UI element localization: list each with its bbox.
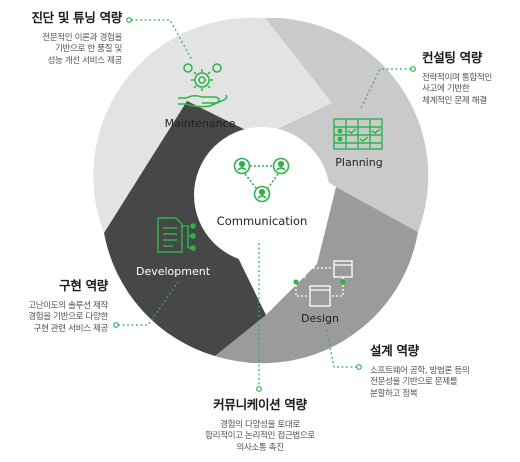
- caption-line: 경험의 다양성을 토대로: [220, 419, 300, 430]
- caption-title: 진단 및 튜닝 역량: [31, 10, 122, 25]
- planning-segment: [260, 17, 429, 233]
- caption-title: 컨설팅 역량: [422, 50, 483, 65]
- gear-hand-icon: [178, 63, 228, 108]
- caption-title: 구현 역량: [59, 278, 108, 293]
- leader-line-planning: [359, 68, 411, 111]
- maintenance-label: Maintenance: [165, 117, 236, 130]
- leader-endpoint-dot: [113, 322, 119, 328]
- communication-label: Communication: [217, 214, 308, 228]
- leader-endpoint-dot: [256, 386, 262, 392]
- document-tree-icon: [157, 217, 196, 253]
- leader-line-development: [118, 281, 179, 326]
- design-segment: [215, 187, 418, 364]
- leader-line-design: [325, 327, 357, 368]
- caption-line: 체계적인 문제 해결: [422, 96, 487, 107]
- caption-title: 설계 역량: [370, 343, 419, 358]
- checklist-table-icon: [333, 118, 383, 150]
- planning-label: Planning: [335, 156, 382, 169]
- caption-line: 성능 개선 서비스 제공: [47, 56, 122, 67]
- development-label: Development: [136, 265, 211, 278]
- caption-line: 분할하고 정복: [370, 389, 418, 400]
- caption-line: 전문적인 이론과 경험을: [42, 32, 122, 43]
- wireframe-node-icon: [293, 279, 299, 285]
- maintenance-segment: [93, 17, 332, 234]
- caption-line: 사고에 기반한: [422, 84, 470, 95]
- wireframe-icon: [286, 260, 353, 307]
- leader-endpoint-dot: [356, 364, 362, 370]
- caption-line: 의사소통 촉진: [236, 443, 284, 454]
- leader-endpoint-dot: [126, 17, 132, 23]
- caption-line: 합리적이고 논리적인 접근법으로: [205, 431, 315, 442]
- caption-line: 전문성을 기반으로 문제를: [370, 377, 458, 388]
- people-network-icon: [233, 157, 290, 203]
- caption-line: 고난이도의 솔루션 제작: [28, 300, 108, 311]
- leader-endpoint-dot: [410, 66, 416, 72]
- design-label: Design: [301, 312, 339, 325]
- leader-line-maintenance: [131, 19, 193, 61]
- caption-line: 경험을 기반으로 다양한: [28, 312, 108, 323]
- caption-title: 커뮤니케이션 역량: [213, 397, 307, 412]
- caption-line: 기반으로 한 품질 및: [54, 44, 122, 55]
- wireframe-node-icon: [340, 279, 346, 285]
- caption-line: 구현 관련 서비스 제공: [33, 324, 108, 335]
- caption-line: 전략적이며 통합적인: [422, 72, 492, 83]
- caption-line: 소프트웨어 공학, 방법론 등의: [370, 365, 470, 376]
